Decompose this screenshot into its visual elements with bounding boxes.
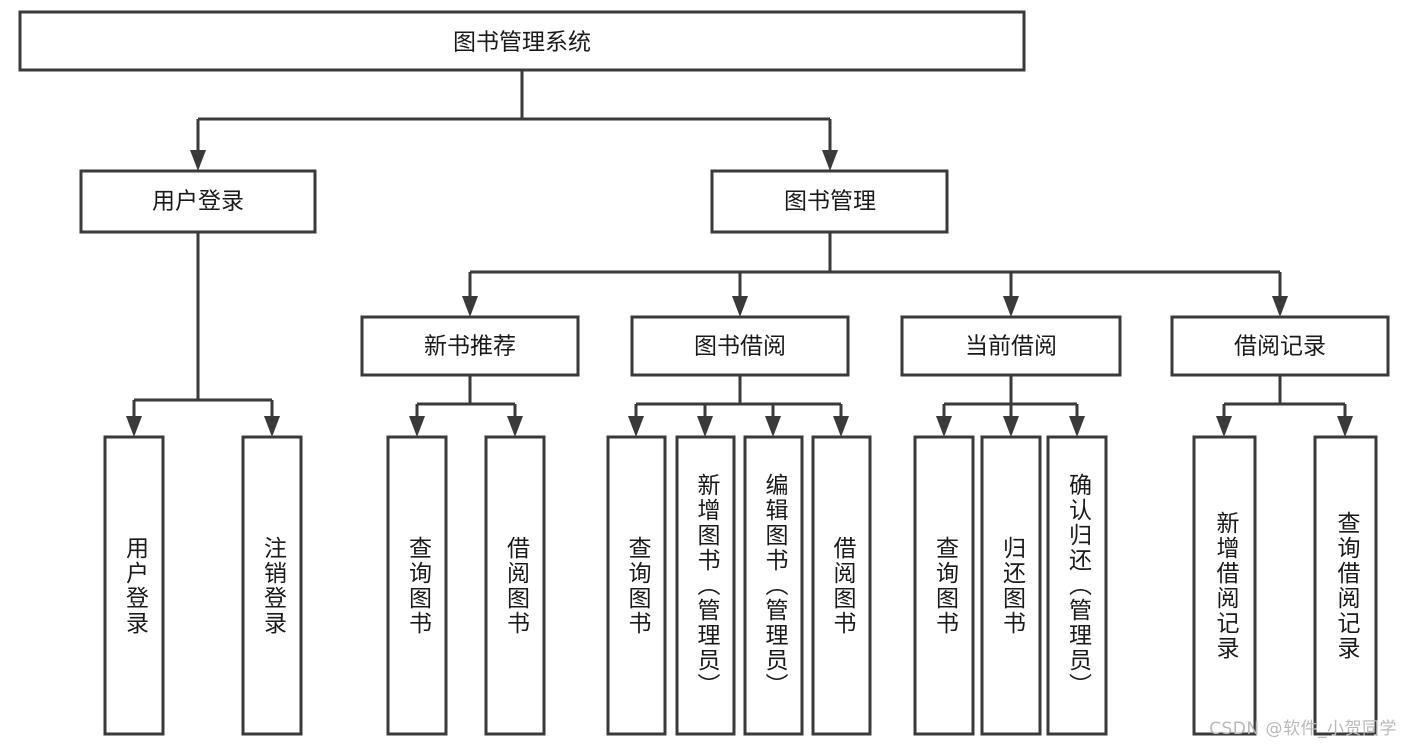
leaf-confirm-return-admin[interactable]: [1046, 435, 1108, 736]
arrow-head-bookborrow-leaf-1: [628, 416, 644, 437]
node-borrowing-record-label: 借阅记录: [1234, 334, 1326, 360]
leaf-return-book[interactable]: [980, 435, 1042, 736]
arrow-head-currentborrow-leaf-2: [1003, 416, 1019, 437]
leaf-query-borrow-record[interactable]: [1313, 435, 1378, 736]
leaf-query-book-current[interactable]: [913, 435, 975, 736]
node-new-book-recommendation-box: [360, 315, 580, 377]
leaf-query-book-borrowing-box: [606, 435, 667, 736]
leaf-confirm-return-admin-box: [1046, 435, 1108, 736]
arrow-head-newbook-leaf-1: [409, 416, 425, 437]
arrow-head-user-login: [190, 150, 206, 171]
leaf-query-book-borrowing[interactable]: [606, 435, 667, 736]
node-current-borrowing-box: [900, 315, 1122, 377]
node-current-borrowing-label: 当前借阅: [965, 334, 1057, 360]
arrow-head-bookborrow-leaf-3: [765, 416, 781, 437]
arrow-head-newbook-leaf-2: [507, 416, 523, 437]
leaf-borrow-book-newrec[interactable]: [484, 435, 546, 736]
node-book-borrowing[interactable]: 图书借阅: [630, 315, 850, 377]
node-root-book-management-system[interactable]: 图书管理系统: [18, 10, 1026, 72]
node-user-login-box: [79, 169, 317, 234]
node-borrowing-record[interactable]: 借阅记录: [1170, 315, 1390, 377]
node-book-borrowing-box: [630, 315, 850, 377]
node-user-login[interactable]: 用户登录: [79, 169, 317, 234]
node-user-login-label: 用户登录: [152, 189, 244, 215]
node-root-box: [18, 10, 1026, 72]
leaf-edit-book-admin[interactable]: [743, 435, 804, 736]
arrow-head-book-mgmt: [822, 150, 838, 171]
leaf-query-borrow-record-box: [1313, 435, 1378, 736]
leaf-borrow-book[interactable]: [811, 435, 872, 736]
leaf-add-book-admin-box: [675, 435, 736, 736]
leaf-user-login[interactable]: [103, 435, 165, 736]
arrow-head-leaf-user-login: [126, 416, 142, 437]
node-borrowing-record-box: [1170, 315, 1390, 377]
leaf-logout[interactable]: [241, 435, 303, 736]
node-book-management-box: [710, 169, 949, 234]
leaf-user-login-box: [103, 435, 165, 736]
node-book-borrowing-label: 图书借阅: [694, 334, 786, 360]
leaf-edit-book-admin-box: [743, 435, 804, 736]
node-root-label: 图书管理系统: [453, 30, 591, 56]
leaf-query-book-current-box: [913, 435, 975, 736]
node-book-management[interactable]: 图书管理: [710, 169, 949, 234]
arrow-head-borrowrecord-leaf-2: [1337, 416, 1353, 437]
leaf-add-book-admin[interactable]: [675, 435, 736, 736]
arrow-head-currentborrow-leaf-1: [936, 416, 952, 437]
arrow-head-current-borrow: [1003, 296, 1019, 317]
node-new-book-recommendation-label: 新书推荐: [424, 334, 516, 360]
leaf-borrow-book-newrec-box: [484, 435, 546, 736]
node-new-book-recommendation[interactable]: 新书推荐: [360, 315, 580, 377]
arrow-head-bookborrow-leaf-4: [833, 416, 849, 437]
arrow-head-bookborrow-leaf-2: [697, 416, 713, 437]
leaf-query-book-newrec[interactable]: [386, 435, 448, 736]
connector-layer: [126, 70, 1353, 437]
leaf-return-book-box: [980, 435, 1042, 736]
arrow-head-borrow-record: [1272, 296, 1288, 317]
arrow-head-leaf-logout: [264, 416, 280, 437]
leaf-query-book-newrec-box: [386, 435, 448, 736]
arrow-head-borrowrecord-leaf-1: [1216, 416, 1232, 437]
leaf-logout-box: [241, 435, 303, 736]
arrow-head-book-borrow: [732, 296, 748, 317]
arrow-head-currentborrow-leaf-3: [1069, 416, 1085, 437]
leaf-borrow-book-box: [811, 435, 872, 736]
arrow-head-new-book-rec: [462, 296, 478, 317]
node-book-management-label: 图书管理: [784, 189, 876, 215]
node-current-borrowing[interactable]: 当前借阅: [900, 315, 1122, 377]
leaf-add-borrow-record[interactable]: [1192, 435, 1257, 736]
leaf-add-borrow-record-box: [1192, 435, 1257, 736]
